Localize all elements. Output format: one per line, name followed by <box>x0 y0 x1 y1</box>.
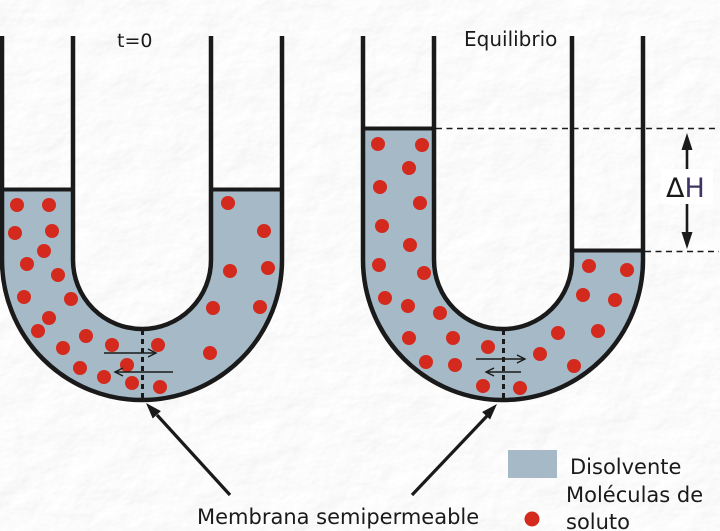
solute-dot <box>206 301 220 315</box>
solute-dot <box>378 291 392 305</box>
solute-dot <box>79 329 93 343</box>
solute-dot <box>42 311 56 325</box>
solute-dot <box>576 288 590 302</box>
delta-h-label: ΔH <box>666 173 705 204</box>
title-t0: t=0 <box>117 30 152 52</box>
delta-h-arrowhead-down-icon <box>681 232 693 249</box>
tube-inner-wall-equilibrio <box>431 36 575 332</box>
u-tube-equilibrio: Equilibrio <box>360 27 646 403</box>
tube-outer-wall-t0 <box>0 36 285 403</box>
solute-dot <box>97 370 111 384</box>
solute-dot <box>56 341 70 355</box>
solute-dot <box>401 299 415 313</box>
flow-arrowhead-right-icon <box>147 348 158 358</box>
flow-arrowhead-left-icon <box>484 367 495 377</box>
title-equilibrio: Equilibrio <box>464 27 557 51</box>
solute-dot <box>372 258 386 272</box>
solute-dot <box>373 180 387 194</box>
solute-dot <box>37 244 51 258</box>
legend-solvent-label: Disolvente <box>570 455 681 479</box>
solute-dot <box>513 381 527 395</box>
solute-dot <box>10 198 24 212</box>
solute-dot <box>481 340 495 354</box>
solute-dot <box>533 347 547 361</box>
solute-dot <box>51 268 65 282</box>
solute-dot <box>413 196 427 210</box>
solute-dot <box>567 359 581 373</box>
solute-dot <box>419 355 433 369</box>
solute-dot <box>446 331 460 345</box>
membrane-pointer-left-arrowhead-icon <box>146 403 161 419</box>
solute-dot <box>591 324 605 338</box>
solute-dot <box>608 293 622 307</box>
membrane-pointer-right-arrowhead-icon <box>482 404 497 420</box>
solute-dot <box>221 196 235 210</box>
membrane-label: Membrana semipermeable <box>197 505 479 529</box>
membrane-callout: Membrana semipermeable <box>146 403 497 529</box>
solute-dot <box>42 198 56 212</box>
solute-dot <box>203 346 217 360</box>
solute-dot <box>153 380 167 394</box>
solute-dot <box>402 331 416 345</box>
flow-arrows-eq <box>476 354 527 377</box>
solute-dot <box>403 238 417 252</box>
legend-solute-dot-icon <box>524 511 540 527</box>
solute-dot <box>415 138 429 152</box>
solute-dots-equilibrio <box>371 137 634 395</box>
solute-dot <box>476 379 490 393</box>
u-tube-t0: t=0 <box>0 30 285 403</box>
tube-outer-wall-equilibrio <box>360 36 646 403</box>
solute-dot <box>448 358 462 372</box>
solute-dot <box>31 324 45 338</box>
solute-dot <box>8 226 22 240</box>
solute-dot <box>261 261 275 275</box>
delta-h-annotation: ΔH <box>436 127 719 253</box>
solute-dot <box>20 257 34 271</box>
solute-dot <box>151 338 165 352</box>
solute-dot <box>582 259 596 273</box>
solute-dot <box>223 264 237 278</box>
solute-dot <box>257 224 271 238</box>
delta-h-arrowhead-up-icon <box>681 133 693 150</box>
solute-dot <box>17 290 31 304</box>
solute-dots-t0 <box>8 196 275 394</box>
tube-inner-wall-t0 <box>70 36 214 332</box>
membrane-pointer-right-line <box>410 414 489 497</box>
solute-dot <box>371 137 385 151</box>
flow-arrows-t0 <box>104 348 173 377</box>
solute-dot <box>551 326 565 340</box>
legend: Disolvente Moléculas de soluto <box>508 450 703 531</box>
delta-h-label-box <box>661 169 713 204</box>
solute-dot <box>620 263 634 277</box>
flow-arrowhead-right-icon <box>516 354 527 364</box>
flow-arrowhead-left-icon <box>113 367 124 377</box>
legend-solvent-swatch <box>508 450 557 478</box>
legend-solute-label-line1: Moléculas de <box>566 483 703 507</box>
solute-dot <box>120 358 134 372</box>
solute-dot <box>417 266 431 280</box>
solute-dot <box>375 219 389 233</box>
solute-dot <box>45 224 59 238</box>
solute-dot <box>64 292 78 306</box>
solute-dot <box>105 338 119 352</box>
solute-dot <box>73 361 87 375</box>
solute-dot <box>125 376 139 390</box>
membrane-pointer-left-line <box>155 413 232 497</box>
solute-dot <box>253 300 267 314</box>
solute-dot <box>433 306 447 320</box>
solute-dot <box>402 161 416 175</box>
legend-solute-label-line2: soluto <box>566 510 630 531</box>
